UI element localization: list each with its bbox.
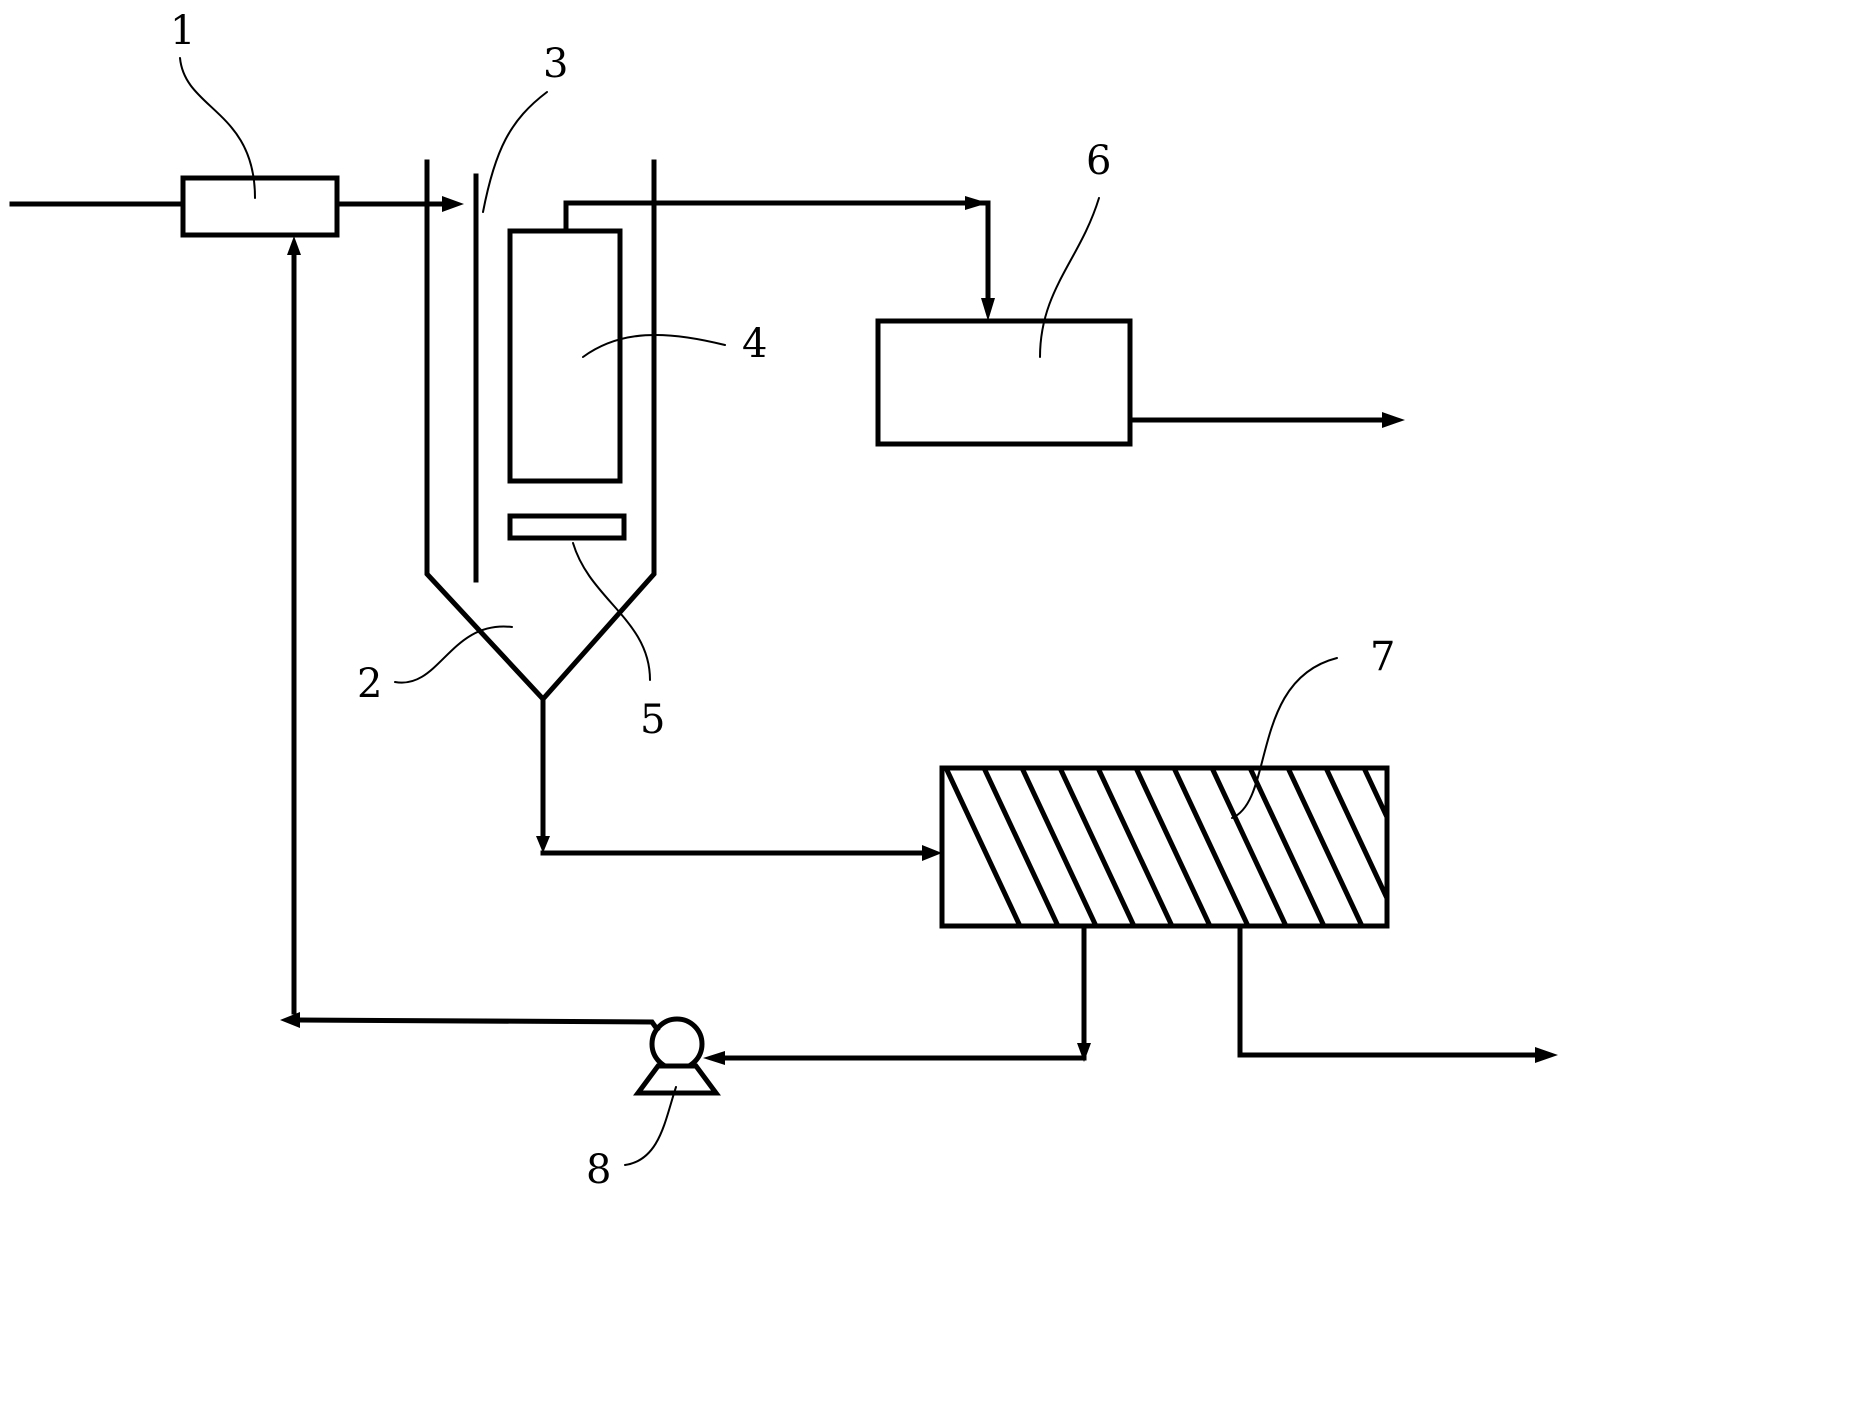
outlet-6 bbox=[1127, 412, 1405, 428]
process-flow-diagram: 1 2 3 4 5 6 7 8 bbox=[9, 8, 1558, 1188]
flow-4-to-6 bbox=[563, 196, 995, 321]
outlet-7 bbox=[1237, 923, 1558, 1063]
label-2: 2 bbox=[357, 661, 382, 707]
label-5: 5 bbox=[640, 697, 665, 743]
flow-1-to-3 bbox=[334, 196, 464, 212]
leader-1 bbox=[179, 57, 256, 199]
leader-3 bbox=[482, 91, 548, 213]
component-5-aerator bbox=[507, 513, 627, 541]
recycle-line bbox=[280, 236, 661, 1033]
label-6: 6 bbox=[1086, 138, 1111, 184]
leader-7 bbox=[1231, 657, 1338, 819]
label-7: 7 bbox=[1370, 634, 1395, 680]
component-1-box bbox=[180, 175, 340, 238]
flow-2-to-7 bbox=[536, 696, 942, 861]
component-4-module bbox=[507, 228, 623, 484]
label-8: 8 bbox=[586, 1147, 611, 1188]
leader-4 bbox=[582, 333, 726, 358]
leader-5 bbox=[572, 542, 651, 681]
label-1: 1 bbox=[170, 8, 195, 54]
component-7-filter bbox=[939, 765, 1390, 929]
component-6-tank bbox=[875, 318, 1133, 447]
leader-8 bbox=[624, 1086, 677, 1166]
label-4: 4 bbox=[742, 321, 767, 367]
leader-6 bbox=[1039, 197, 1100, 358]
flow-7-to-8 bbox=[703, 923, 1091, 1065]
component-8-pump bbox=[633, 1016, 721, 1096]
label-3: 3 bbox=[543, 41, 568, 87]
leader-2 bbox=[394, 625, 513, 684]
